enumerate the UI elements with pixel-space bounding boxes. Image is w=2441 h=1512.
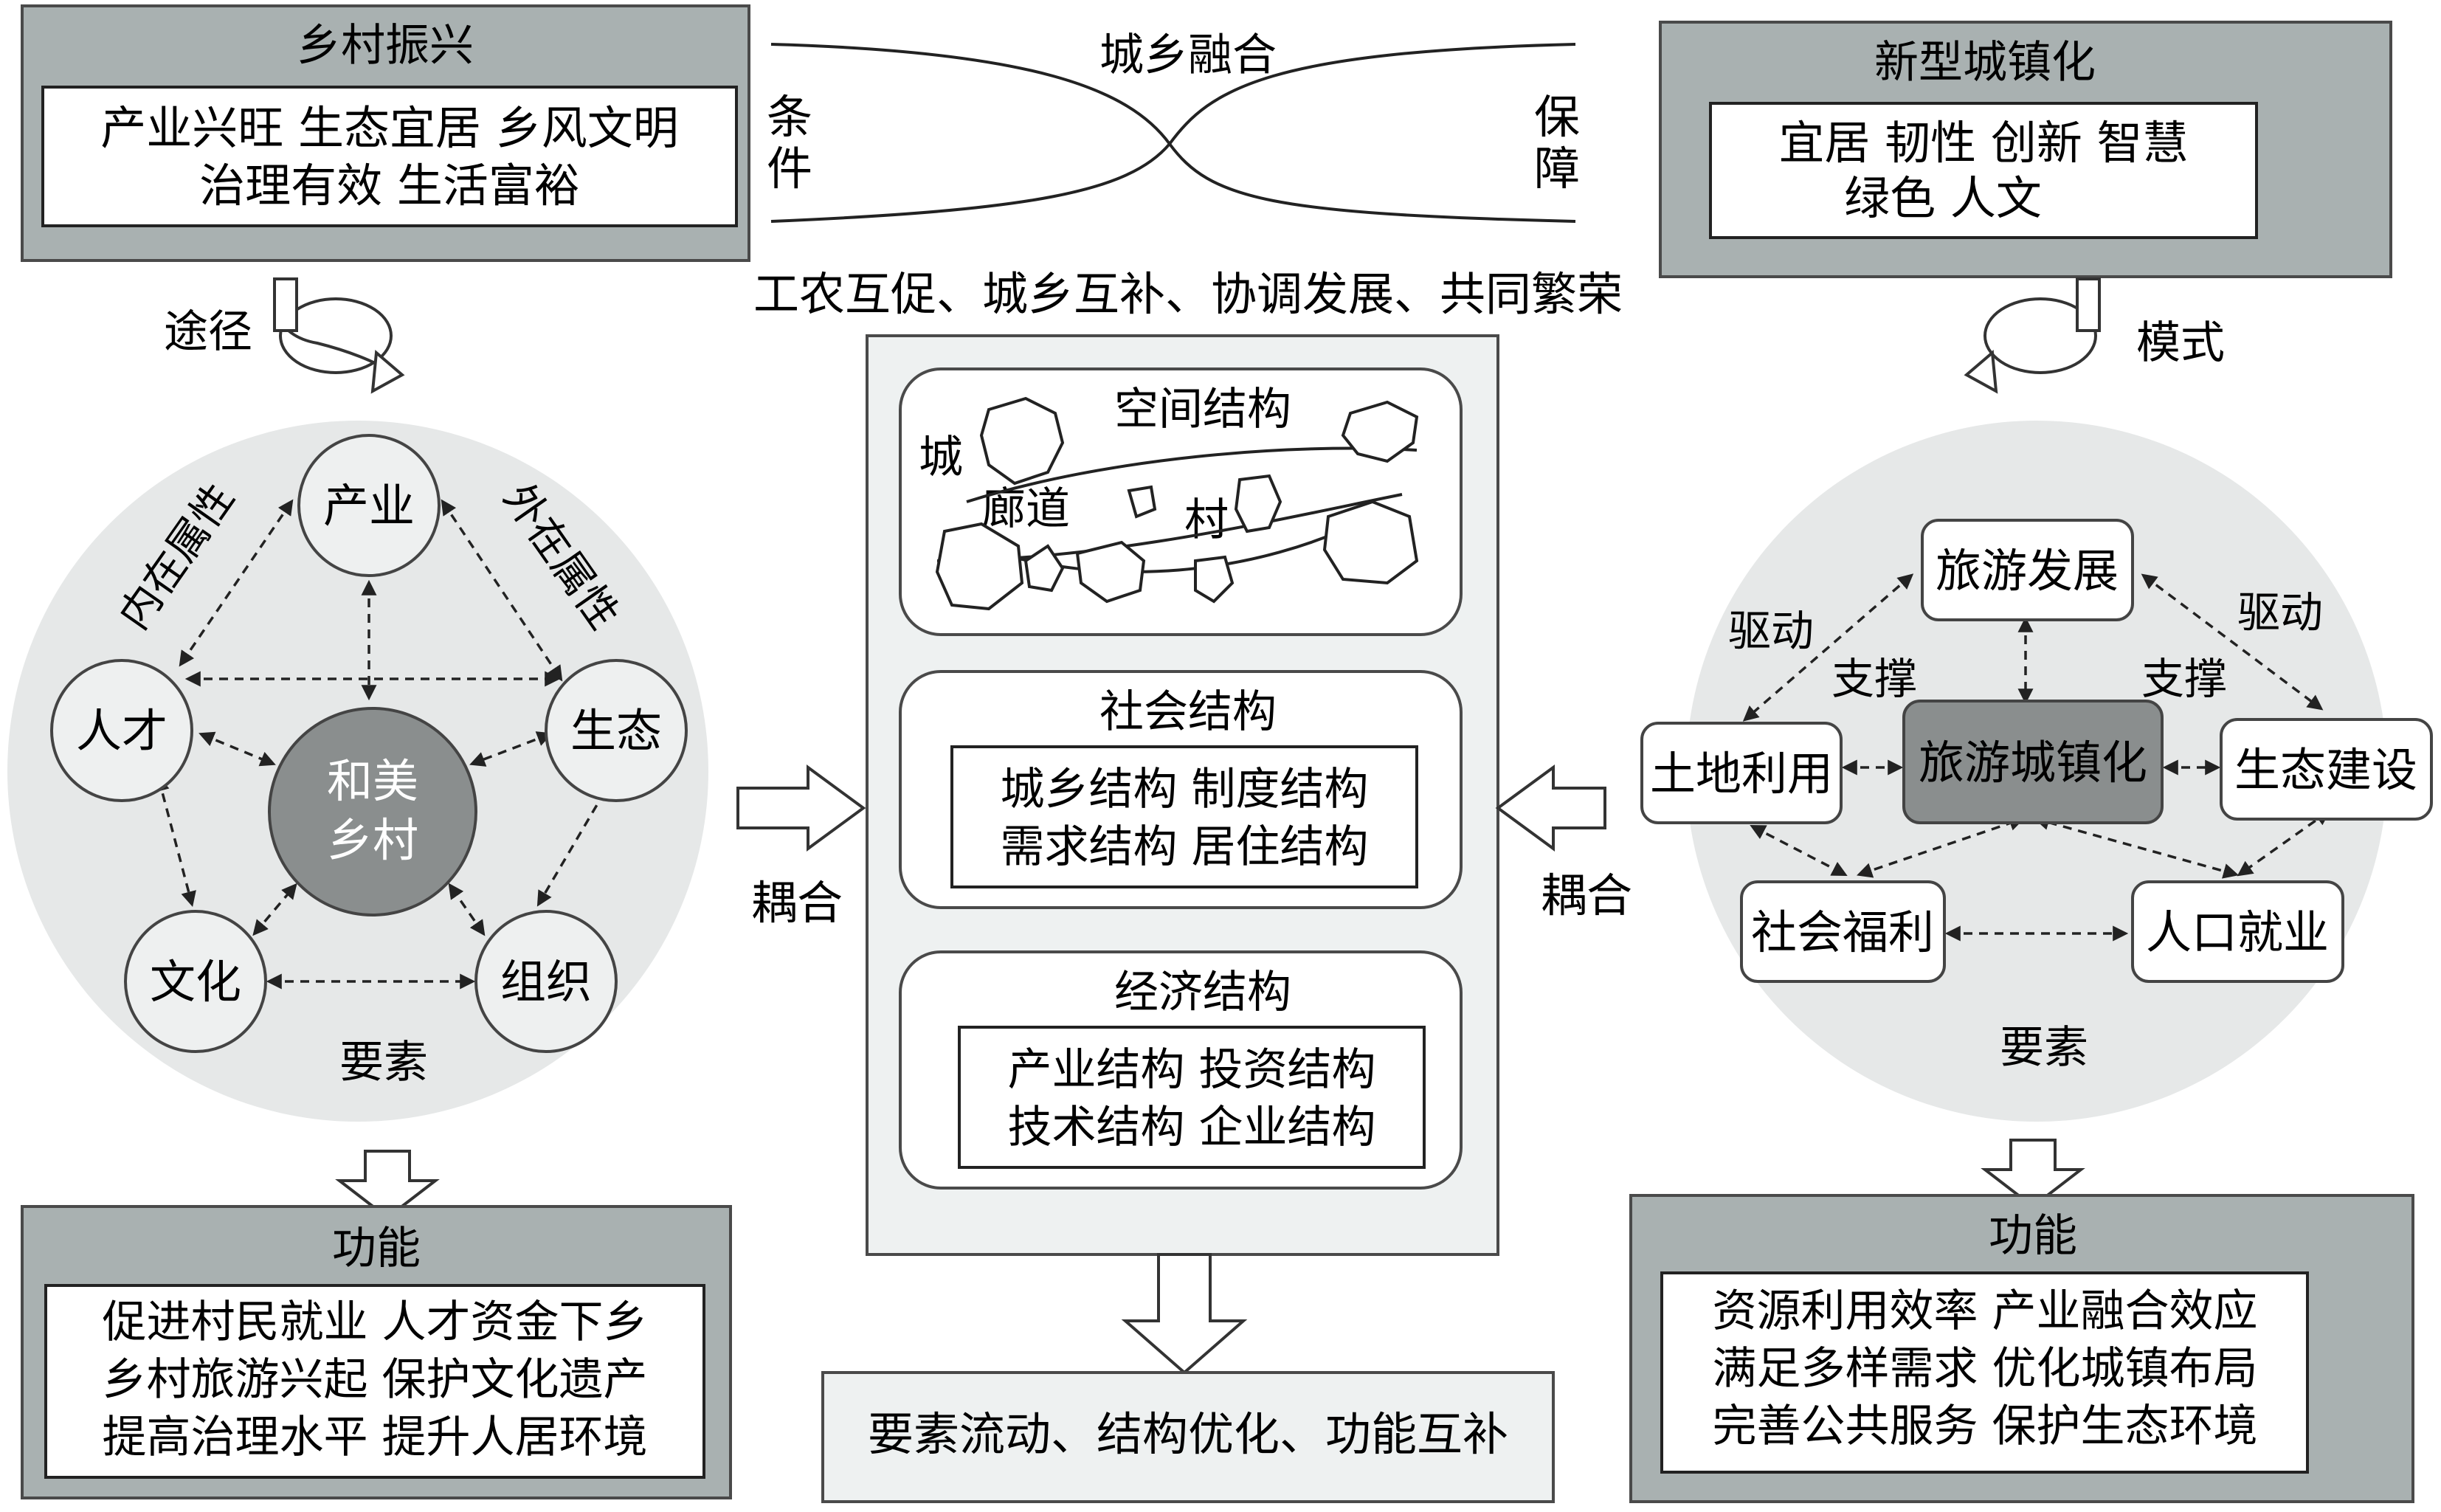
village-label: 村 (1184, 494, 1229, 546)
mode-label: 模式 (2136, 317, 2225, 369)
economic-structure-line2: 技术结构 企业结构 (1007, 1102, 1375, 1153)
rural-node-organization: 组织 (474, 910, 618, 1053)
urban-function-line3: 完善公共服务 保护生态环境 (1712, 1401, 2257, 1452)
spatial-structure-box: 空间结构 城 廊道 村 (899, 367, 1463, 636)
rural-revitalization-box: 乡村振兴 产业兴旺 生态宜居 乡风文明 治理有效 生活富裕 (21, 4, 750, 262)
rural-node-ecology: 生态 (545, 659, 688, 802)
rural-revitalization-title: 乡村振兴 (297, 20, 474, 72)
social-structure-line2: 需求结构 居住结构 (1000, 821, 1368, 873)
economic-structure-line1: 产业结构 投资结构 (1007, 1044, 1375, 1096)
coupling-label-left: 耦合 (751, 876, 843, 930)
urban-goals-line1: 宜居 韧性 创新 智慧 (1778, 116, 2188, 170)
svg-text:土地利用: 土地利用 (1650, 747, 1833, 801)
urban-relations (1742, 573, 2331, 942)
rural-function-line2: 乡村旅游兴起 保护文化遗产 (102, 1354, 647, 1406)
svg-text:产业: 产业 (323, 479, 415, 533)
urban-node-tourism: 旅游发展 (1921, 519, 2134, 621)
rural-node-culture: 文化 (124, 910, 267, 1053)
corridor-label: 廊道 (981, 483, 1070, 535)
urban-function-line2: 满足多样需求 优化城镇布局 (1712, 1343, 2257, 1395)
svg-text:乡村: 乡村 (327, 813, 418, 867)
social-structure-title: 社会结构 (1099, 686, 1277, 738)
svg-text:生态: 生态 (570, 704, 662, 758)
support-label-right: 支撑 (2141, 654, 2227, 704)
rural-node-industry: 产业 (297, 434, 441, 577)
rural-goals-line2: 治理有效 生活富裕 (199, 159, 580, 213)
fusion-curves (770, 43, 1576, 223)
rural-function-box: 功能 促进村民就业 人才资金下乡 乡村旅游兴起 保护文化遗产 提高治理水平 提升… (21, 1205, 732, 1499)
spatial-structure-title: 空间结构 (1114, 384, 1291, 435)
condition-label-char2: 件 (767, 142, 812, 196)
svg-text:人口就业: 人口就业 (2146, 905, 2329, 959)
rural-function-title: 功能 (332, 1223, 421, 1274)
support-label-left: 支撑 (1831, 654, 1917, 704)
path-curved-arrow: 途径 (164, 277, 405, 394)
urban-node-eco: 生态建设 (2220, 718, 2433, 821)
urban-node-center: 旅游城镇化 (1902, 700, 2164, 824)
svg-text:生态建设: 生态建设 (2234, 743, 2417, 797)
city-label: 城 (919, 432, 963, 483)
urban-node-land: 土地利用 (1640, 722, 1843, 824)
urban-node-welfare: 社会福利 (1740, 880, 1946, 983)
rural-function-line1: 促进村民就业 人才资金下乡 (102, 1297, 647, 1348)
drive-label-left: 驱动 (1728, 606, 1814, 656)
coupling-label-right: 耦合 (1541, 869, 1632, 922)
mode-curved-arrow: 模式 (1964, 277, 2225, 394)
rural-down-arrow (335, 1150, 440, 1220)
center-down-arrow (1121, 1253, 1248, 1375)
urban-function-box: 功能 资源利用效率 产业融合效应 满足多样需求 优化城镇布局 完善公共服务 保护… (1629, 1194, 2414, 1503)
urban-rural-fusion-label: 城乡融合 (1099, 30, 1277, 81)
rural-goals-line1: 产业兴旺 生态宜居 乡风文明 (100, 101, 678, 155)
result-box: 要素流动、结构优化、功能互补 (821, 1371, 1555, 1503)
path-label: 途径 (164, 306, 252, 358)
rural-node-talent: 人才 (50, 659, 193, 802)
urban-node-employment: 人口就业 (2131, 880, 2344, 983)
rural-elements-label: 要素 (339, 1037, 428, 1088)
urban-goals-line2: 绿色 人文 (1844, 171, 2042, 225)
economic-structure-box: 经济结构 产业结构 投资结构 技术结构 企业结构 (899, 950, 1463, 1190)
coupling-arrow-right (1495, 764, 1606, 852)
svg-text:和美: 和美 (327, 754, 418, 808)
guarantee-label-char1: 保 (1534, 90, 1580, 144)
urban-function-line1: 资源利用效率 产业融合效应 (1712, 1285, 2257, 1337)
condition-label-char1: 条 (767, 90, 812, 144)
social-structure-line1: 城乡结构 制度结构 (1000, 764, 1368, 815)
svg-text:文化: 文化 (150, 955, 241, 1009)
guarantee-label-char2: 障 (1534, 142, 1580, 196)
svg-text:旅游发展: 旅游发展 (1936, 544, 2119, 598)
rural-function-line3: 提高治理水平 提升人居环境 (102, 1412, 647, 1463)
svg-text:人才: 人才 (76, 704, 168, 758)
drive-label-right: 驱动 (2237, 587, 2323, 638)
slogan: 工农互促、城乡互补、协调发展、共同繁荣 (753, 267, 1623, 321)
urban-elements-label: 要素 (2000, 1022, 2088, 1074)
svg-text:组织: 组织 (500, 955, 592, 1009)
svg-text:旅游城镇化: 旅游城镇化 (1919, 736, 2147, 790)
economic-structure-title: 经济结构 (1114, 967, 1291, 1018)
rural-relations (154, 499, 615, 990)
urban-down-arrow (1981, 1139, 2085, 1209)
new-urbanization-title: 新型城镇化 (1874, 37, 2096, 89)
svg-text:社会福利: 社会福利 (1751, 905, 1934, 959)
urban-function-title: 功能 (1989, 1210, 2077, 1262)
coupling-arrow-left (736, 764, 866, 852)
harmonious-village-center: 和美 乡村 (268, 707, 477, 916)
result-text: 要素流动、结构优化、功能互补 (868, 1407, 1508, 1461)
new-urbanization-box: 新型城镇化 宜居 韧性 创新 智慧 绿色 人文 (1659, 21, 2392, 278)
social-structure-box: 社会结构 城乡结构 制度结构 需求结构 居住结构 (899, 670, 1463, 909)
